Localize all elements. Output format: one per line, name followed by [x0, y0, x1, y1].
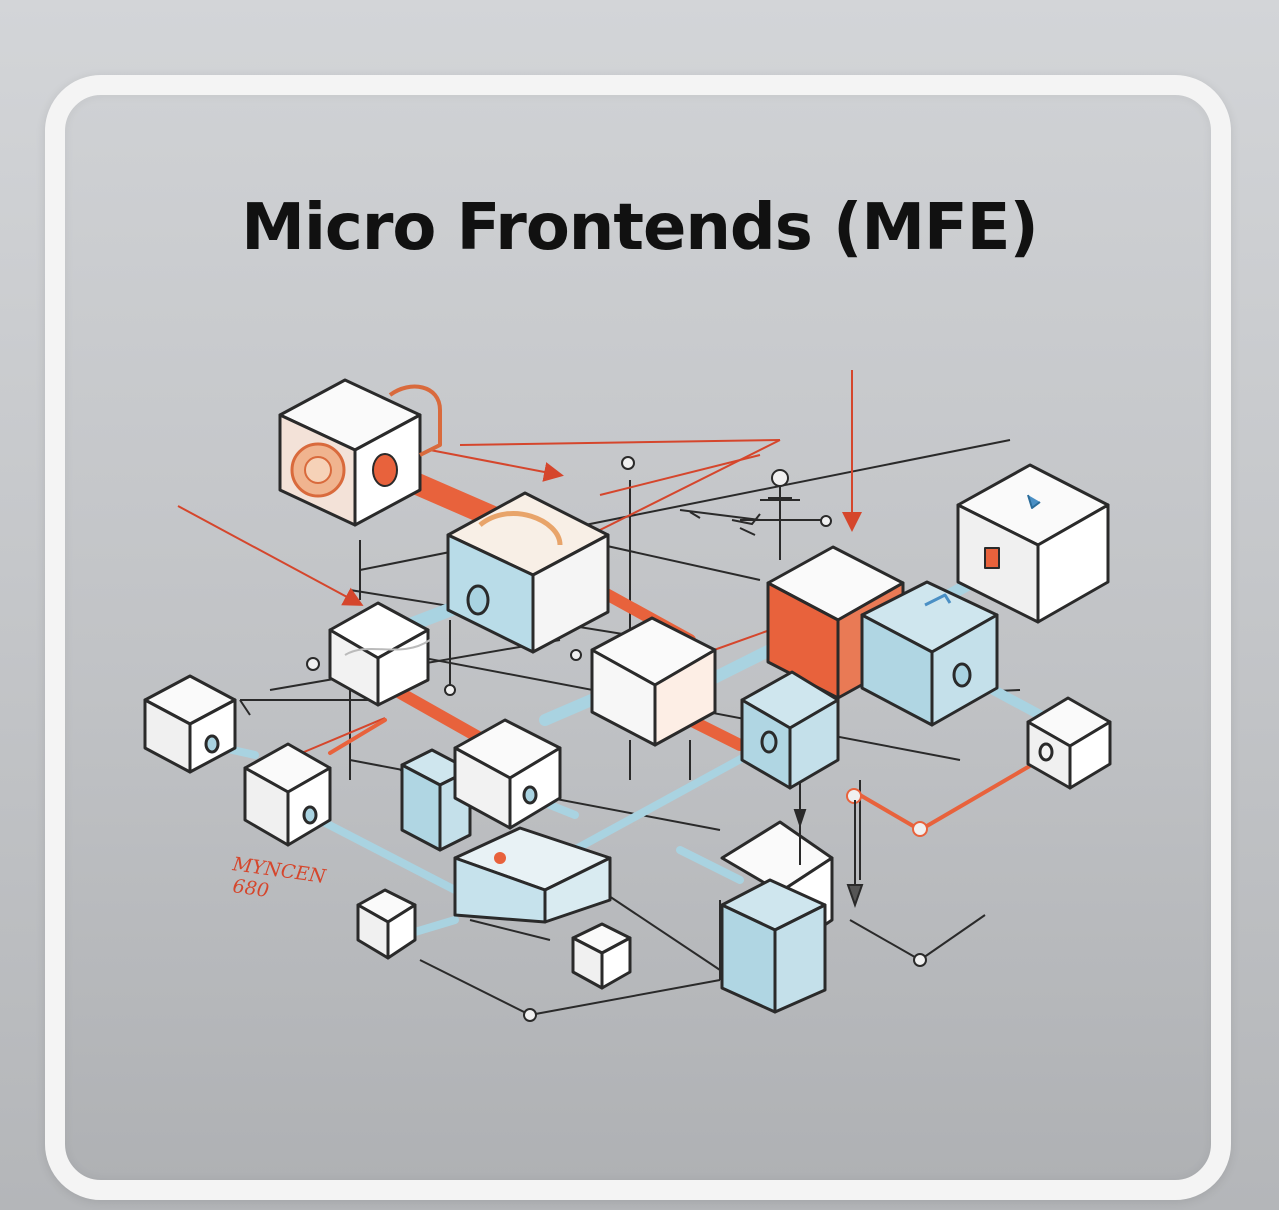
connector-icon [444, 684, 456, 696]
connector-icon [913, 953, 927, 967]
cube-icon [446, 491, 610, 654]
cube-icon [571, 922, 632, 990]
connector-icon [570, 649, 582, 661]
cube-icon [453, 718, 562, 830]
connector-icon [523, 1008, 537, 1022]
cube-icon [956, 463, 1110, 624]
scribble-label-line2: 680 [231, 875, 270, 902]
cube-icon [143, 674, 237, 774]
cube-icon [590, 616, 717, 747]
cube-icon [328, 601, 431, 707]
data-flow-arrows [177, 370, 862, 900]
port-icon [372, 453, 398, 487]
cube-icon [356, 888, 417, 960]
cube-icon [1026, 696, 1112, 790]
cube-icon [740, 670, 840, 790]
connector-icon [771, 469, 789, 487]
connector-icon [912, 821, 928, 837]
arrow-icon [793, 790, 864, 909]
cube-icon [860, 580, 999, 727]
connector-nodes [306, 456, 1048, 1022]
diagram-title: Micro Frontends (MFE) [241, 191, 1038, 265]
cube-icon [720, 878, 827, 1014]
connector-icon [820, 515, 832, 527]
connector-icon [621, 456, 635, 470]
cube-icon [278, 378, 442, 527]
figure-icon [689, 486, 792, 536]
cube-icon [453, 826, 612, 924]
connector-icon [306, 657, 320, 671]
cube-icon [243, 742, 332, 847]
